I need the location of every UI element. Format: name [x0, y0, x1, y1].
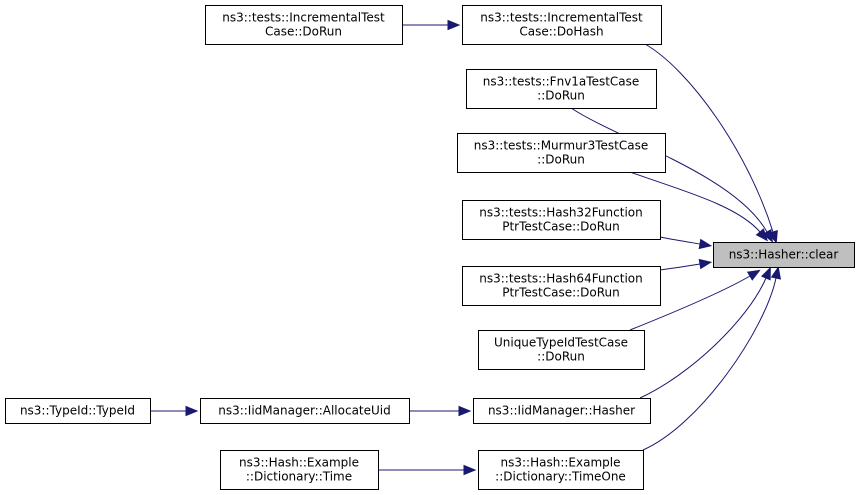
edge-murmur-to-clear: [629, 171, 768, 242]
node-label-line: ns3::IidManager::Hasher: [488, 404, 635, 418]
node-label-line: ::Dictionary::TimeOne: [495, 470, 626, 484]
node-label-line: PtrTestCase::DoRun: [502, 286, 620, 300]
edge-line: [659, 263, 701, 271]
edge-timeone-to-clear: [642, 265, 782, 451]
node-label-line: ns3::tests::Hash64Function: [479, 272, 643, 286]
edge-iid_alloc-to-iid_hasher: [409, 405, 472, 417]
node-label-line: ns3::Hasher::clear: [729, 248, 839, 262]
node-box: [478, 330, 645, 370]
call-nodes: ns3::Hasher::clear ns3::tests::Incrementa…: [5, 5, 855, 490]
edge-h32-to-clear: [659, 236, 713, 250]
edge-typeid-to-iid_alloc: [150, 405, 199, 417]
node-label-line: ns3::tests::IncrementalTest: [480, 11, 643, 25]
node-box: [466, 69, 657, 109]
edge-inc_dorun-to-inc_dohash: [402, 19, 461, 31]
edge-arrowhead: [185, 405, 199, 417]
node-label-line: Case::DoHash: [519, 25, 603, 39]
node-label-line: ns3::tests::Murmur3TestCase: [474, 139, 649, 153]
node-typeid[interactable]: ns3::TypeId::TypeId: [5, 398, 151, 424]
node-box: [713, 242, 855, 268]
node-label-line: ns3::IidManager::AllocateUid: [218, 404, 391, 418]
node-box: [200, 398, 410, 424]
edge-arrowhead: [447, 19, 461, 31]
node-box: [220, 450, 379, 490]
node-label-line: ns3::tests::Fnv1aTestCase: [483, 75, 640, 89]
edge-fnv-to-clear: [570, 107, 774, 243]
node-label-line: ::Dictionary::Time: [246, 470, 352, 484]
edge-line: [629, 275, 751, 331]
edge-arrowhead: [760, 266, 771, 281]
node-box: [478, 450, 644, 490]
node-box: [205, 5, 403, 45]
node-unique[interactable]: UniqueTypeIdTestCase::DoRun: [478, 330, 645, 370]
node-label-line: ::DoRun: [537, 153, 585, 167]
node-timeone[interactable]: ns3::Hash::Example::Dictionary::TimeOne: [478, 450, 644, 490]
node-clear[interactable]: ns3::Hasher::clear: [713, 242, 855, 268]
node-label-line: ns3::tests::IncrementalTest: [222, 11, 385, 25]
edge-line: [659, 236, 701, 245]
edge-arrowhead: [762, 228, 774, 243]
node-label-line: ns3::Hash::Example: [501, 456, 621, 470]
node-label-line: ns3::tests::Hash32Function: [479, 206, 643, 220]
edge-arrowhead: [770, 265, 782, 280]
edge-line: [644, 43, 774, 233]
edge-time-to-timeone: [378, 464, 477, 476]
edge-arrowhead: [458, 405, 472, 417]
node-label-line: PtrTestCase::DoRun: [502, 220, 620, 234]
node-box: [462, 266, 661, 306]
edge-arrowhead: [746, 269, 761, 281]
node-box: [5, 398, 151, 424]
node-murmur[interactable]: ns3::tests::Murmur3TestCase::DoRun: [457, 133, 666, 173]
edge-line: [639, 277, 767, 399]
edge-arrowhead: [698, 258, 713, 270]
node-box: [473, 398, 651, 424]
edge-iid_hasher-to-clear: [639, 266, 771, 399]
edge-line: [642, 277, 777, 451]
node-time[interactable]: ns3::Hash::Example::Dictionary::Time: [220, 450, 379, 490]
node-label-line: UniqueTypeIdTestCase: [494, 336, 628, 350]
node-label-line: ns3::Hash::Example: [239, 456, 359, 470]
node-box: [462, 5, 662, 45]
node-label-line: Case::DoRun: [265, 25, 342, 39]
node-label-line: ::DoRun: [537, 89, 585, 103]
node-fnv[interactable]: ns3::tests::Fnv1aTestCase::DoRun: [466, 69, 657, 109]
edge-line: [629, 171, 761, 233]
node-box: [457, 133, 666, 173]
edge-unique-to-clear: [629, 269, 761, 331]
node-h32[interactable]: ns3::tests::Hash32FunctionPtrTestCase::D…: [462, 200, 661, 240]
node-iid-alloc[interactable]: ns3::IidManager::AllocateUid: [200, 398, 410, 424]
edge-line: [570, 107, 768, 233]
edge-arrowhead: [463, 464, 477, 476]
node-iid-hasher[interactable]: ns3::IidManager::Hasher: [473, 398, 651, 424]
node-box: [462, 200, 661, 240]
call-edges: [150, 19, 782, 476]
node-label-line: ns3::TypeId::TypeId: [20, 404, 135, 418]
edge-arrowhead: [755, 228, 768, 242]
edge-arrowhead: [698, 238, 713, 250]
edge-h64-to-clear: [659, 258, 713, 271]
node-label-line: ::DoRun: [537, 350, 585, 364]
node-h64[interactable]: ns3::tests::Hash64FunctionPtrTestCase::D…: [462, 266, 661, 306]
